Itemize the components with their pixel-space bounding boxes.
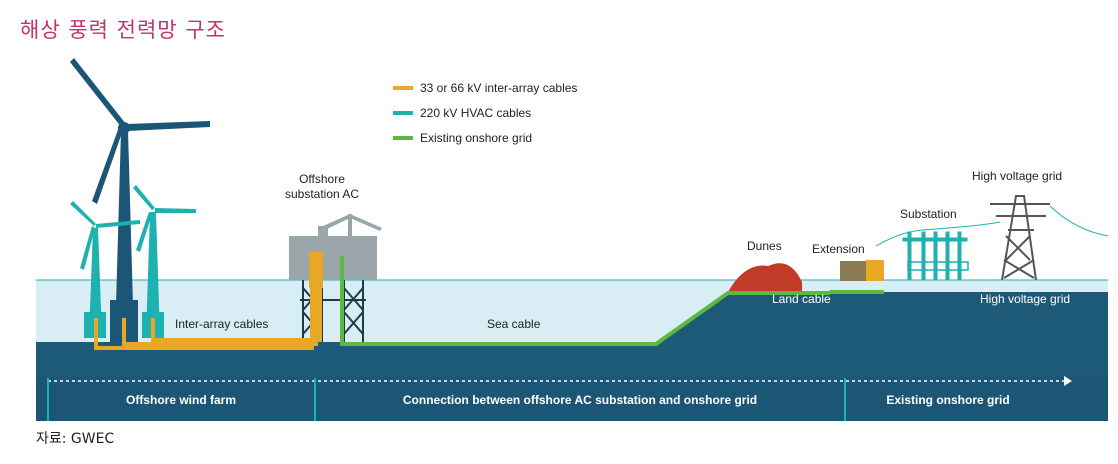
substation-cable-riser	[309, 252, 323, 288]
label-extension: Extension	[812, 242, 865, 256]
label-sea-cable: Sea cable	[487, 317, 541, 331]
legend-swatch-onshore	[393, 136, 413, 140]
section-bar	[36, 377, 1108, 421]
legend-label-onshore: Existing onshore grid	[420, 131, 532, 145]
label-high-voltage-grid-ground: High voltage grid	[980, 292, 1070, 306]
section-label-connection: Connection between offshore AC substatio…	[403, 393, 757, 407]
label-substation: Substation	[900, 207, 957, 221]
page-title: 해상 풍력 전력망 구조	[20, 18, 226, 42]
dunes-shape	[728, 263, 802, 292]
label-offshore-substation-line2: substation AC	[285, 187, 359, 201]
high-voltage-pylon	[990, 195, 1109, 281]
section-arrow-head	[1064, 376, 1072, 386]
legend-swatch-hvac	[393, 111, 413, 115]
label-dunes: Dunes	[747, 239, 782, 253]
label-land-cable: Land cable	[772, 292, 831, 306]
onshore-substation	[875, 221, 1001, 281]
sea-cable-line	[340, 256, 830, 346]
inter-array-cables	[94, 252, 322, 350]
label-offshore-substation-line1: Offshore	[299, 172, 345, 186]
label-inter-array-cables: Inter-array cables	[175, 317, 268, 331]
source-note: 자료: GWEC	[36, 431, 115, 447]
legend-label-inter-array: 33 or 66 kV inter-array cables	[420, 81, 577, 95]
label-high-voltage-grid-top: High voltage grid	[972, 169, 1062, 183]
section-label-onshore-grid: Existing onshore grid	[886, 393, 1009, 407]
wind-turbine-small-right	[133, 185, 196, 338]
section-label-wind-farm: Offshore wind farm	[126, 393, 236, 407]
wind-turbine-small-left	[70, 201, 140, 338]
wind-turbine-large	[70, 58, 210, 342]
legend-label-hvac: 220 kV HVAC cables	[420, 106, 531, 120]
extension-station	[830, 260, 884, 294]
legend-swatch-inter-array	[393, 86, 413, 90]
